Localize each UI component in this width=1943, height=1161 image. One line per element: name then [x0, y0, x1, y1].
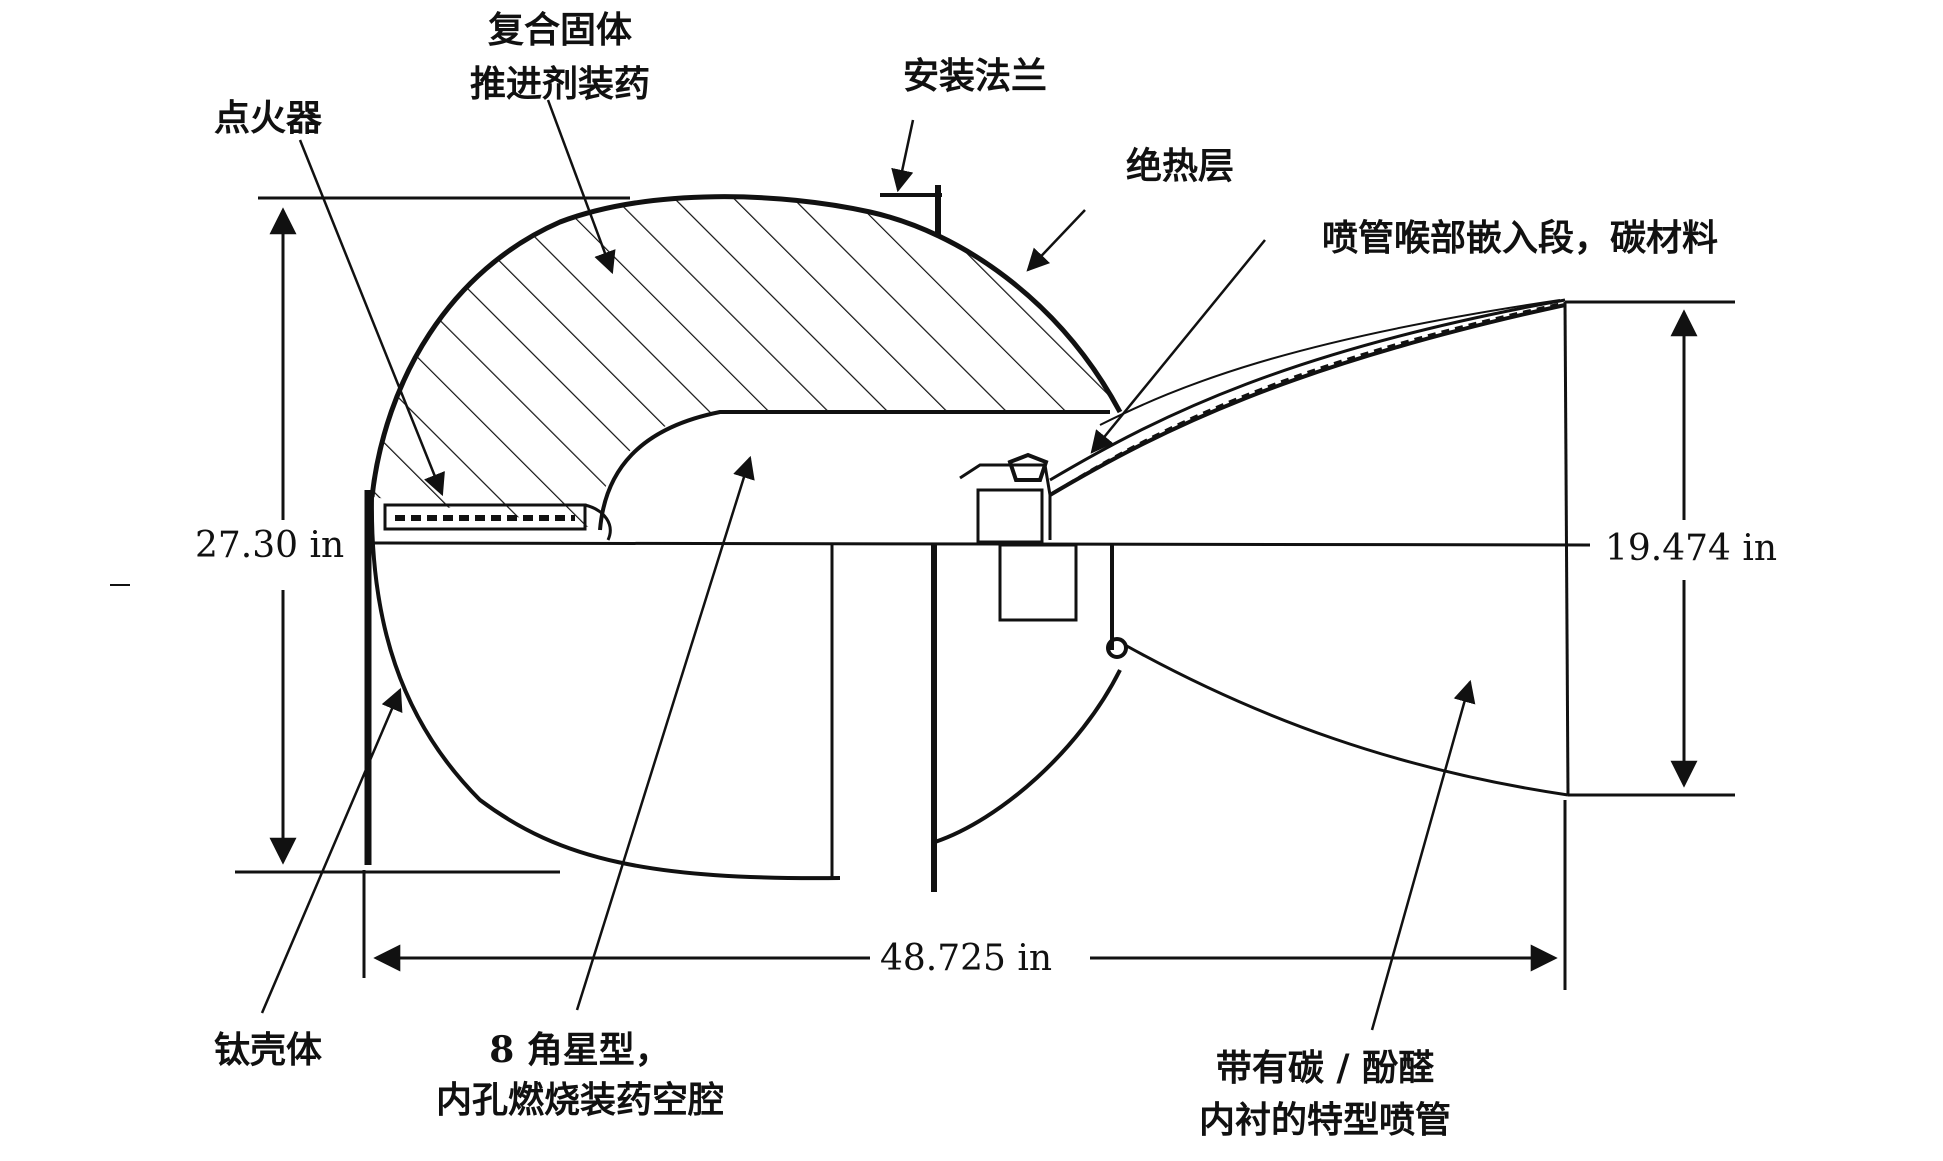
- overall-length-label: 48.725 in: [880, 938, 1052, 979]
- label-throat-insert: 喷管喉部嵌入段，碳材料: [1322, 217, 1718, 259]
- leader-igniter: [298, 139, 445, 497]
- leader-grain-cavity: [575, 455, 755, 1011]
- label-propellant-line2: 推进剂装药: [470, 63, 650, 105]
- case-diameter-label: 27.30 in: [195, 525, 344, 566]
- leader-propellant: [546, 99, 616, 275]
- dimension-overall-length: [362, 800, 1567, 990]
- mounting-flange-shape: [880, 185, 942, 235]
- leader-lines: [260, 99, 1476, 1031]
- labels: 复合固体 推进剂装药 点火器 安装法兰 绝热层 喷管喉部嵌入段，碳材料 钛壳体 …: [214, 9, 1718, 1141]
- leader-insulation: [1026, 209, 1086, 272]
- label-nozzle-line1: 带有碳 / 酚醛: [1216, 1047, 1434, 1089]
- nozzle-shape: [1048, 298, 1570, 797]
- leader-nozzle: [1370, 679, 1476, 1031]
- label-igniter: 点火器: [214, 97, 323, 139]
- label-nozzle-line2: 内衬的特型喷管: [1199, 1099, 1451, 1141]
- igniter-shape: [383, 503, 612, 541]
- leader-throat-insert: [1090, 239, 1266, 454]
- label-insulation: 绝热层: [1126, 145, 1234, 187]
- dimension-exit-diameter: [1565, 300, 1735, 797]
- label-propellant-line1: 复合固体: [488, 9, 632, 51]
- label-grain-cavity-line1: 8 角星型，: [489, 1029, 671, 1071]
- exit-diameter-label: 19.474 in: [1605, 528, 1777, 569]
- label-mounting-flange: 安装法兰: [903, 55, 1047, 97]
- centerline: [367, 541, 1591, 892]
- dimension-case-diameter: [235, 196, 630, 874]
- leader-flange: [891, 119, 915, 193]
- throat-insert-shape: [959, 452, 1078, 622]
- label-grain-cavity-line2: 内孔燃烧装药空腔: [436, 1079, 724, 1121]
- label-titanium-case: 钛壳体: [214, 1029, 322, 1071]
- leader-titanium-case: [260, 687, 403, 1014]
